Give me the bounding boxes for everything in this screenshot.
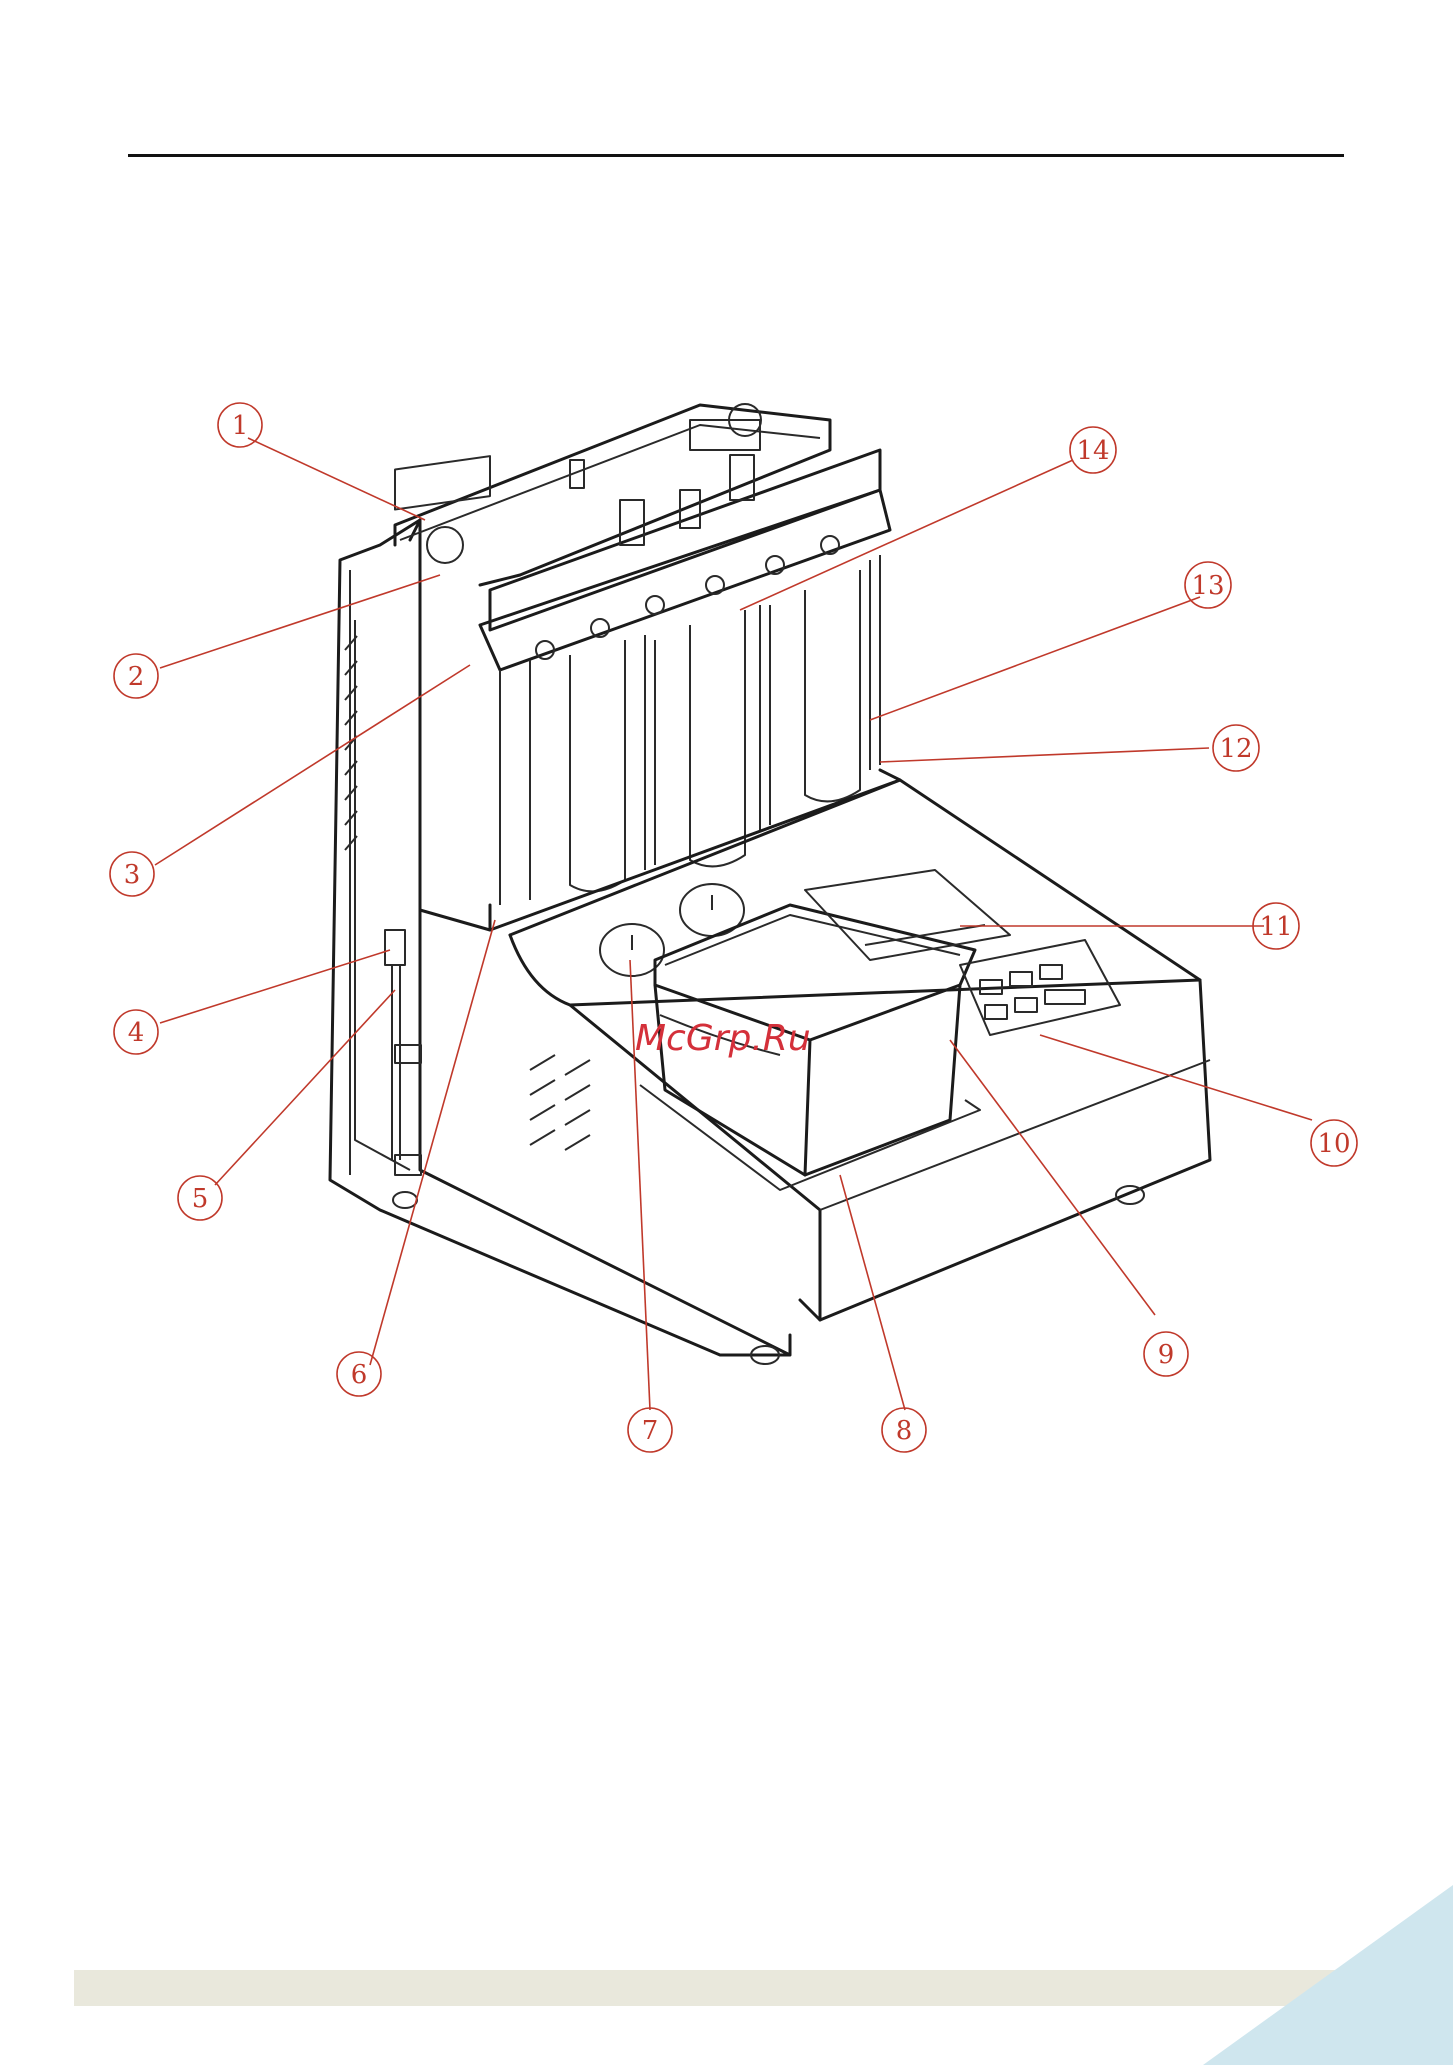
- svg-text:2: 2: [128, 662, 145, 692]
- callout-12: 12: [1213, 725, 1259, 771]
- page-corner-decoration: [1203, 1885, 1453, 2065]
- callout-10: 10: [1311, 1120, 1357, 1166]
- callout-11: 11: [1253, 903, 1299, 949]
- callout-2: 2: [114, 654, 158, 698]
- svg-text:12: 12: [1219, 734, 1252, 764]
- svg-text:5: 5: [192, 1184, 209, 1214]
- callout-1: 1: [218, 403, 262, 447]
- svg-text:8: 8: [896, 1416, 913, 1446]
- power-socket: [395, 456, 490, 563]
- callout-4: 4: [114, 1010, 158, 1054]
- svg-text:14: 14: [1076, 436, 1109, 466]
- callout-8: 8: [882, 1408, 926, 1452]
- callout-9: 9: [1144, 1332, 1188, 1376]
- callout-13: 13: [1185, 562, 1231, 608]
- svg-text:3: 3: [124, 860, 141, 890]
- svg-text:11: 11: [1259, 912, 1292, 942]
- callout-3: 3: [110, 852, 154, 896]
- svg-text:13: 13: [1191, 571, 1224, 601]
- watermark-text: McGrp.Ru: [635, 1018, 811, 1059]
- callout-7: 7: [628, 1408, 672, 1452]
- svg-text:6: 6: [351, 1360, 368, 1390]
- svg-text:1: 1: [232, 411, 249, 441]
- connecting-hose: [385, 930, 421, 1175]
- callout-5: 5: [178, 1176, 222, 1220]
- leader-lines: [155, 438, 1312, 1410]
- svg-text:10: 10: [1317, 1129, 1350, 1159]
- front-vents: [530, 1055, 590, 1150]
- svg-text:9: 9: [1158, 1340, 1175, 1370]
- svg-text:4: 4: [128, 1018, 145, 1048]
- machine-body: [330, 404, 1210, 1364]
- callout-6: 6: [337, 1352, 381, 1396]
- callout-14: 14: [1070, 427, 1116, 473]
- svg-text:7: 7: [642, 1416, 659, 1446]
